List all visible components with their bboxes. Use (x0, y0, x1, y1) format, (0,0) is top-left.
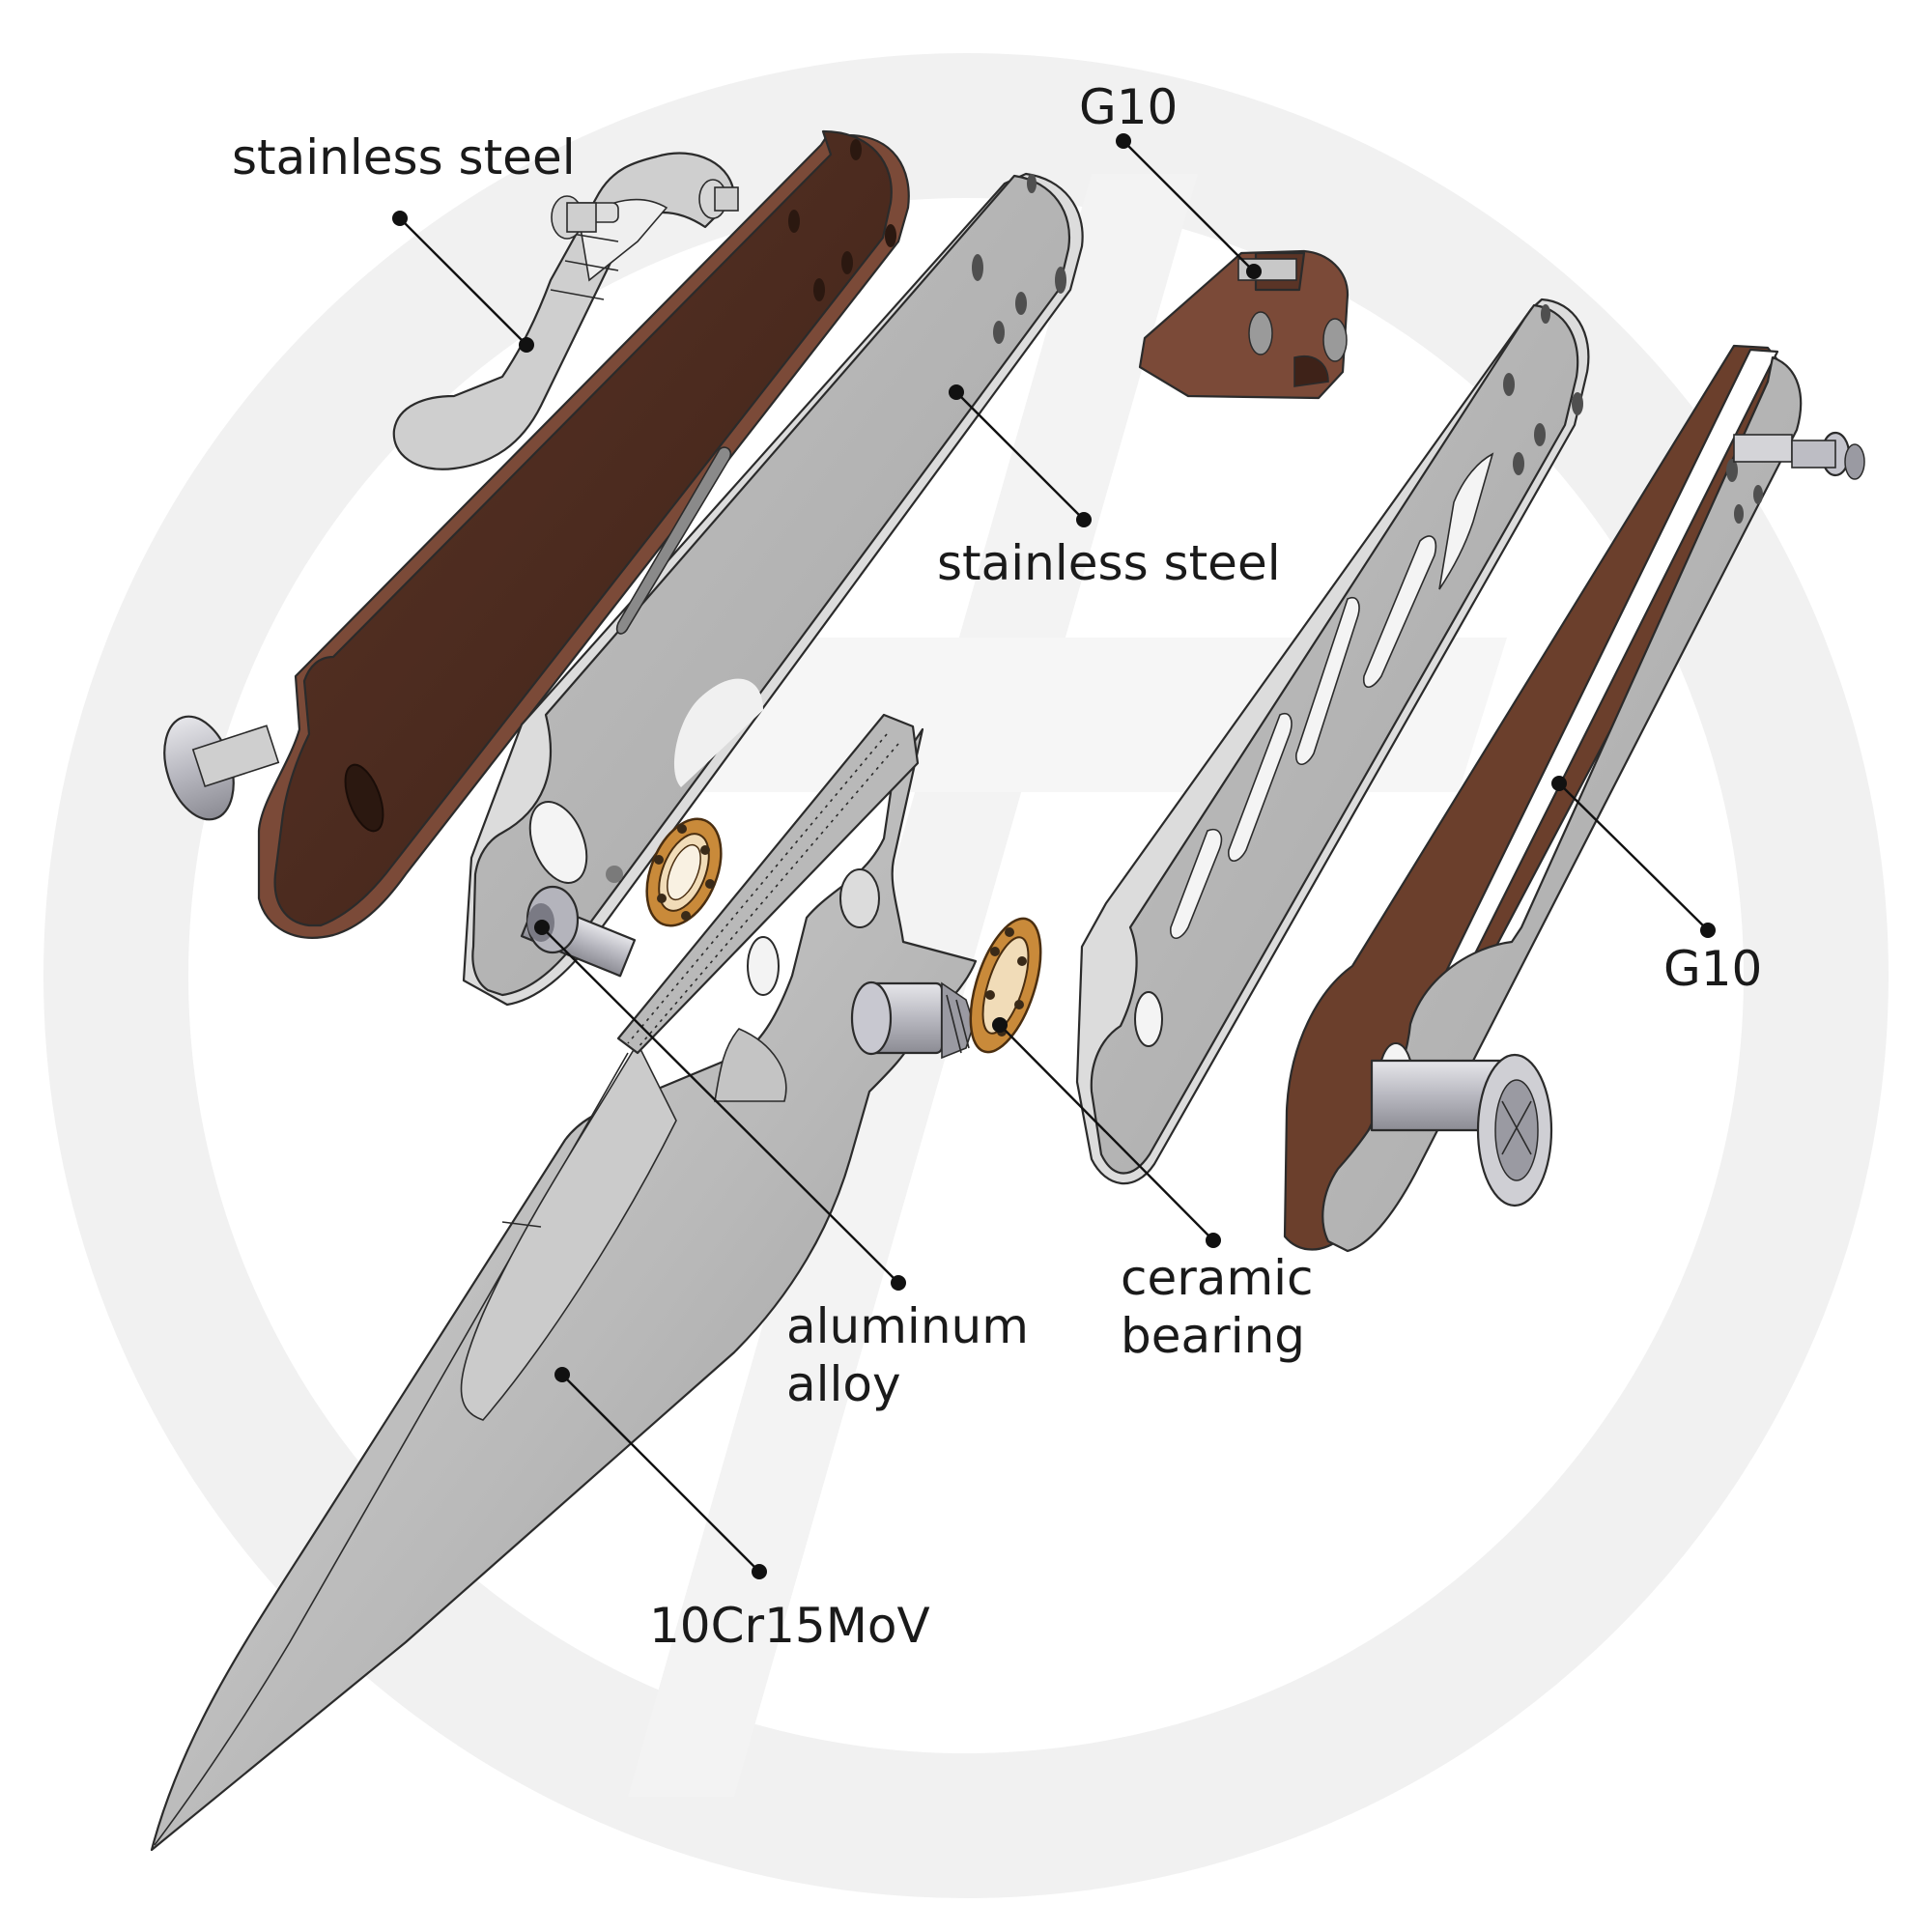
label-blade-steel: 10Cr15MoV (649, 1598, 930, 1654)
right-liner (1075, 298, 1590, 1185)
leader-right-scale (1551, 776, 1716, 938)
leader-liner (949, 384, 1092, 527)
left-handle-scale (163, 129, 910, 939)
stop-pin (163, 715, 280, 821)
clip-screw (551, 195, 597, 240)
pocket-clip (392, 152, 739, 470)
scale-screw (1733, 431, 1865, 480)
label-backspacer-material: G10 (1079, 79, 1178, 135)
leader-lines (392, 133, 1716, 1579)
label-bearing-line2: bearing (1121, 1308, 1305, 1364)
left-liner (462, 172, 1084, 1007)
blade (150, 713, 978, 1852)
clip-screw (698, 179, 739, 219)
leader-pivot (534, 920, 906, 1291)
leader-clip (392, 211, 534, 353)
label-right-scale-material: G10 (1663, 941, 1762, 997)
label-pivot-material-line2: alloy (786, 1356, 901, 1412)
ceramic-bearing-right (969, 917, 1042, 1054)
pivot-screw (520, 885, 637, 978)
leader-bearing (992, 1017, 1221, 1248)
backspacer (1138, 249, 1350, 400)
label-pivot-material-line1: aluminum (786, 1298, 1029, 1354)
label-liner-material: stainless steel (937, 535, 1281, 591)
rear-standoff (1370, 1053, 1553, 1208)
labels: stainless steel stainless steel G10 G10 … (232, 79, 1762, 1654)
ceramic-bearing (645, 817, 723, 927)
leader-blade (554, 1367, 767, 1579)
leader-backspacer (1116, 133, 1262, 279)
blade-jimping (616, 713, 920, 1055)
label-bearing-line1: ceramic (1121, 1250, 1314, 1306)
label-clip-material: stainless steel (232, 129, 576, 185)
pivot-screw-right (850, 980, 975, 1060)
